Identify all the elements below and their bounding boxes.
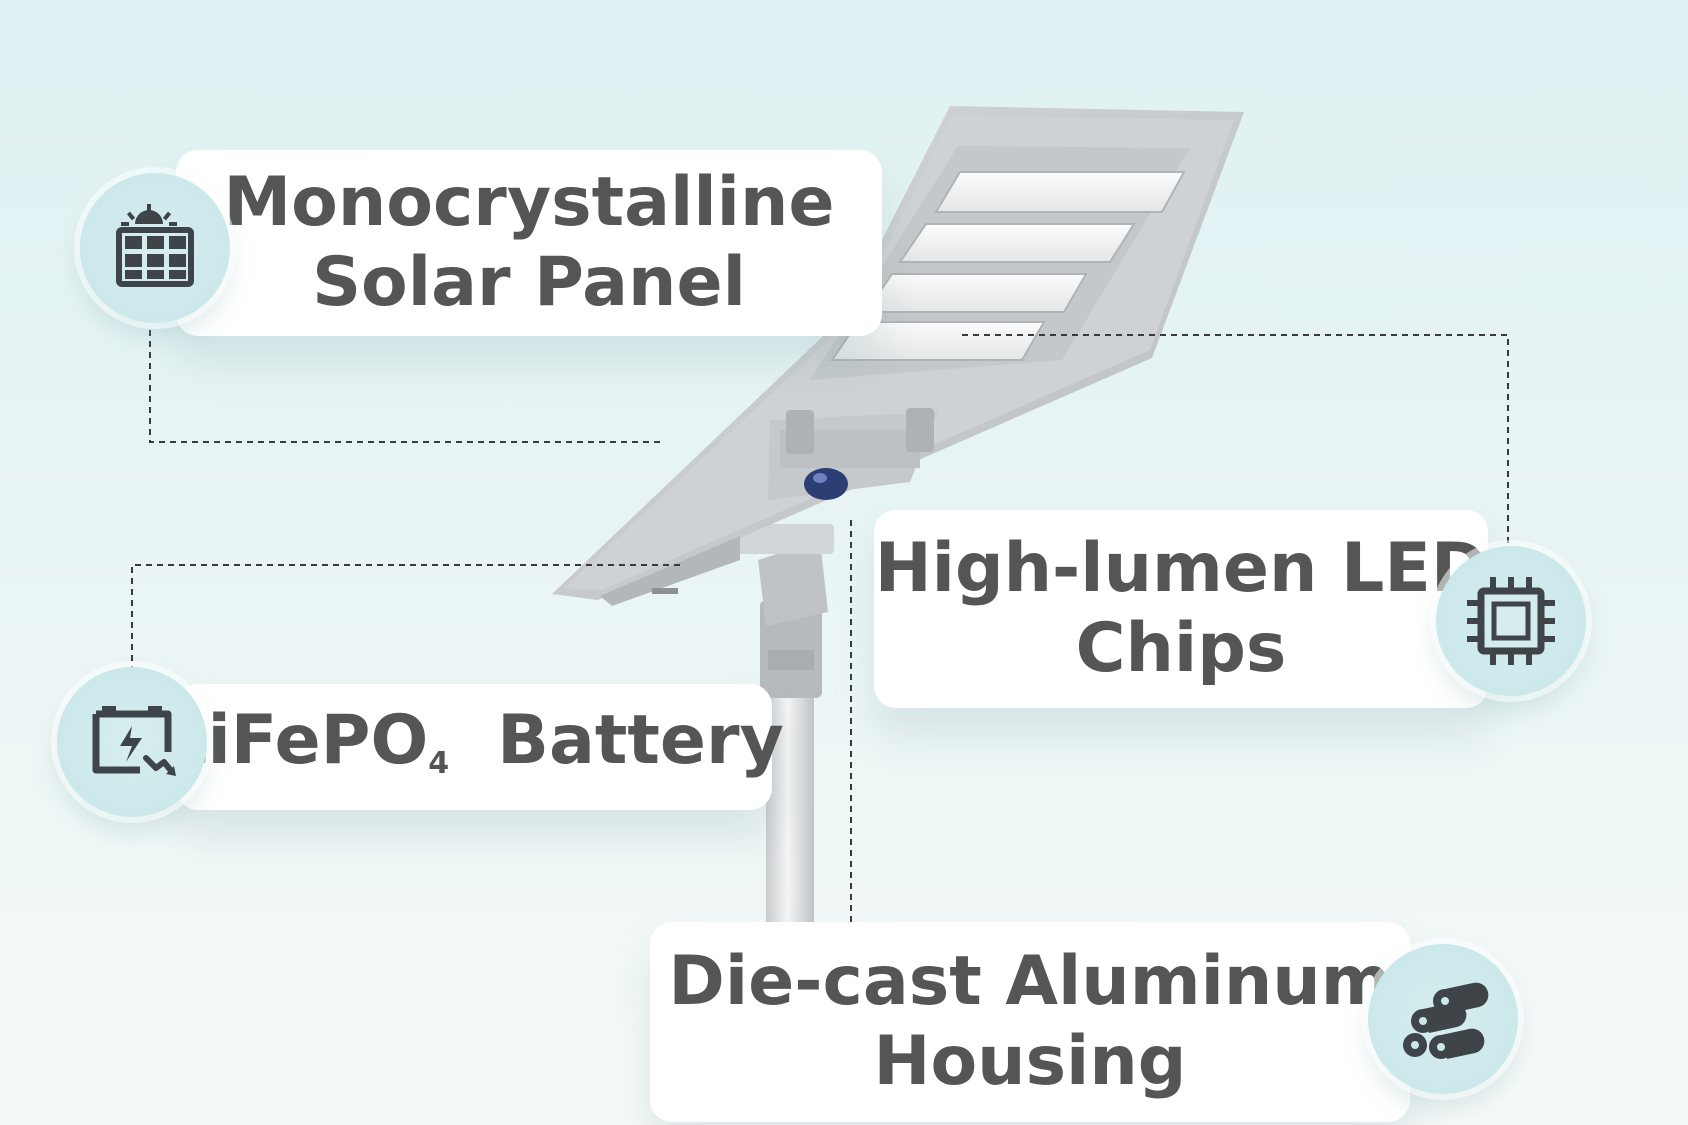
badge-led	[1436, 546, 1586, 696]
feature-title-solar-line2: Solar Panel	[312, 243, 746, 322]
battery-suffix: Battery	[497, 700, 784, 780]
pole	[766, 690, 814, 930]
led-strip-1	[934, 171, 1186, 213]
aluminum-bars-icon	[1403, 982, 1489, 1059]
connector-housing	[850, 520, 886, 926]
feature-title-led-line2: Chips	[1075, 609, 1287, 688]
badge-housing	[1368, 944, 1518, 1094]
led-strip-3	[864, 273, 1088, 313]
led-strip-2	[898, 223, 1136, 263]
motion-sensor	[804, 468, 848, 500]
battery-prefix: LiFePO	[164, 700, 429, 780]
connector-solar	[149, 330, 660, 443]
feature-card-battery: LiFePO4 Battery	[164, 684, 784, 810]
mount-plate	[730, 524, 834, 554]
feature-title-battery: LiFePO4 Battery	[164, 701, 784, 794]
feature-card-housing: Die-cast Aluminum Housing	[650, 922, 1410, 1122]
feature-card-led: High-lumen LED Chips	[874, 510, 1488, 708]
connector-lines	[131, 330, 1509, 926]
badge-solar	[80, 173, 230, 323]
feature-card-solar: Monocrystalline Solar Panel	[176, 150, 882, 336]
battery-charge-icon	[92, 706, 176, 776]
connector-led	[962, 334, 1509, 546]
pole-joint	[760, 600, 822, 698]
led-strip-4	[830, 321, 1046, 361]
badge-battery	[57, 667, 207, 817]
battery-subscript: 4	[428, 745, 450, 781]
feature-title-housing-line1: Die-cast Aluminum	[668, 942, 1392, 1021]
feature-title-housing-line2: Housing	[873, 1022, 1187, 1101]
feature-title-led-line1: High-lumen LED	[874, 529, 1488, 608]
connector-battery	[131, 564, 680, 672]
solar-panel-icon	[116, 204, 194, 287]
feature-title-solar-line1: Monocrystalline	[223, 163, 835, 242]
chip-icon	[1467, 577, 1555, 665]
